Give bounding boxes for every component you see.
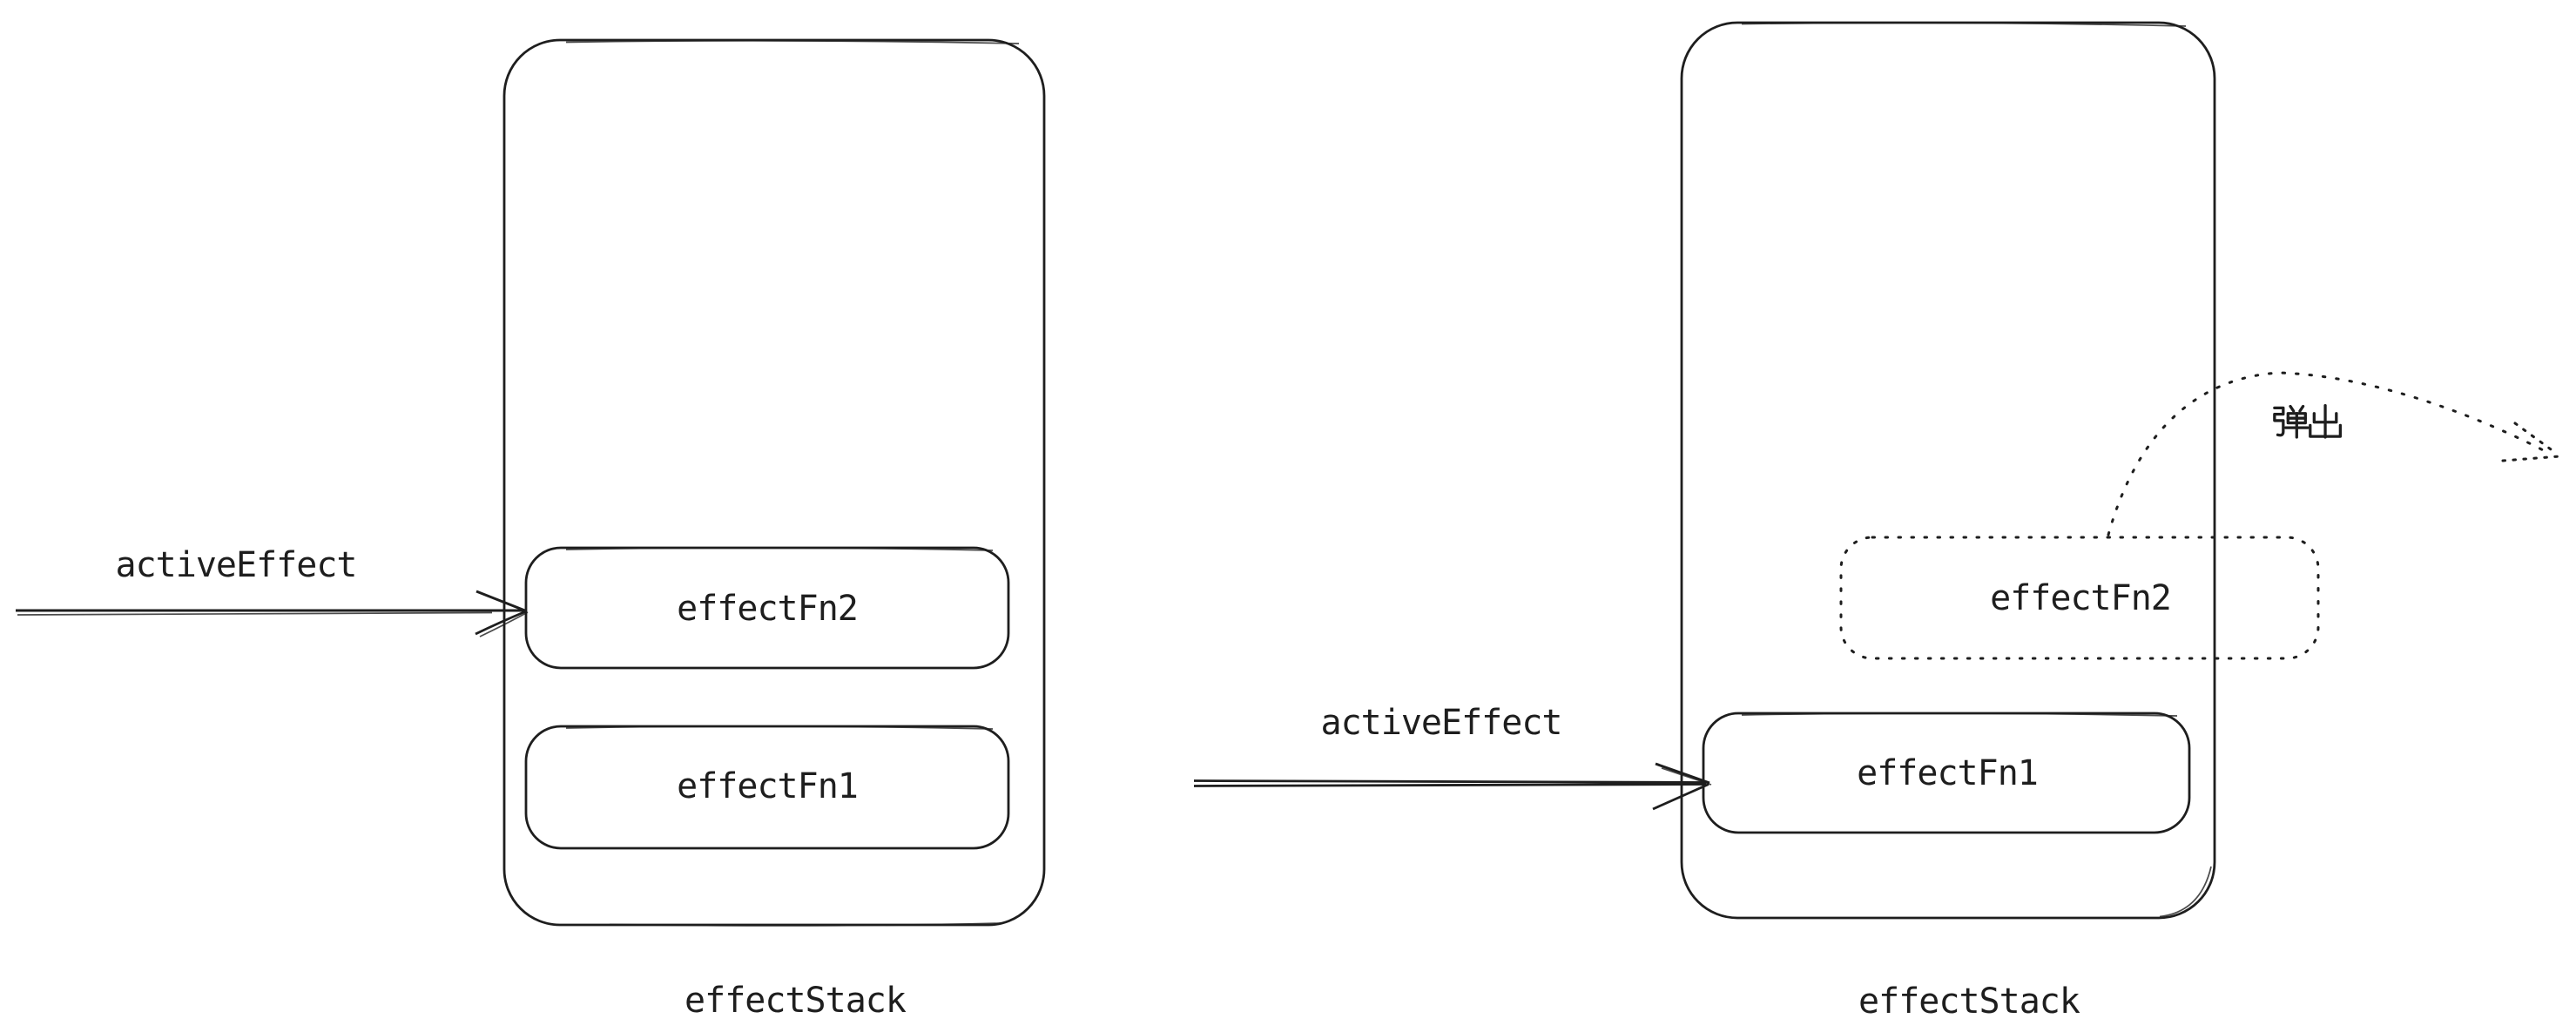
- sketch-overdraw: [2159, 866, 2212, 918]
- pop-annotation-glyphs: [2273, 404, 2342, 439]
- active-effect-arrow-right: [1193, 762, 1712, 811]
- effect-fn1-label-left: effectFn1: [677, 766, 859, 806]
- sketch-overdraw: [1741, 712, 2178, 717]
- active-effect-label-left: activeEffect: [115, 545, 358, 585]
- sketch-overdraw: [565, 725, 994, 730]
- effect-fn2-popped-label: effectFn2: [1990, 578, 2172, 618]
- sketch-overdraw: [565, 39, 1020, 44]
- effect-stack-label-left: effectStack: [684, 981, 907, 1021]
- active-effect-label-right: activeEffect: [1320, 703, 1563, 743]
- effect-fn2-label-left: effectFn2: [677, 589, 859, 629]
- effect-fn1-label-right: effectFn1: [1857, 753, 2039, 793]
- sketch-overdraw: [565, 547, 994, 551]
- effect-stack-label-right: effectStack: [1858, 981, 2080, 1022]
- pop-annotation-label: 弹出: [2273, 395, 2343, 446]
- arrowhead-icon: [475, 590, 527, 612]
- sketch-overdraw: [609, 922, 1002, 927]
- arrowhead-icon: [2513, 422, 2559, 455]
- sketch-overdraw: [1741, 22, 2187, 27]
- active-effect-arrow-left: [16, 590, 529, 637]
- pop-out-arrow: [2107, 371, 2561, 536]
- arrowhead-icon: [1655, 762, 1710, 785]
